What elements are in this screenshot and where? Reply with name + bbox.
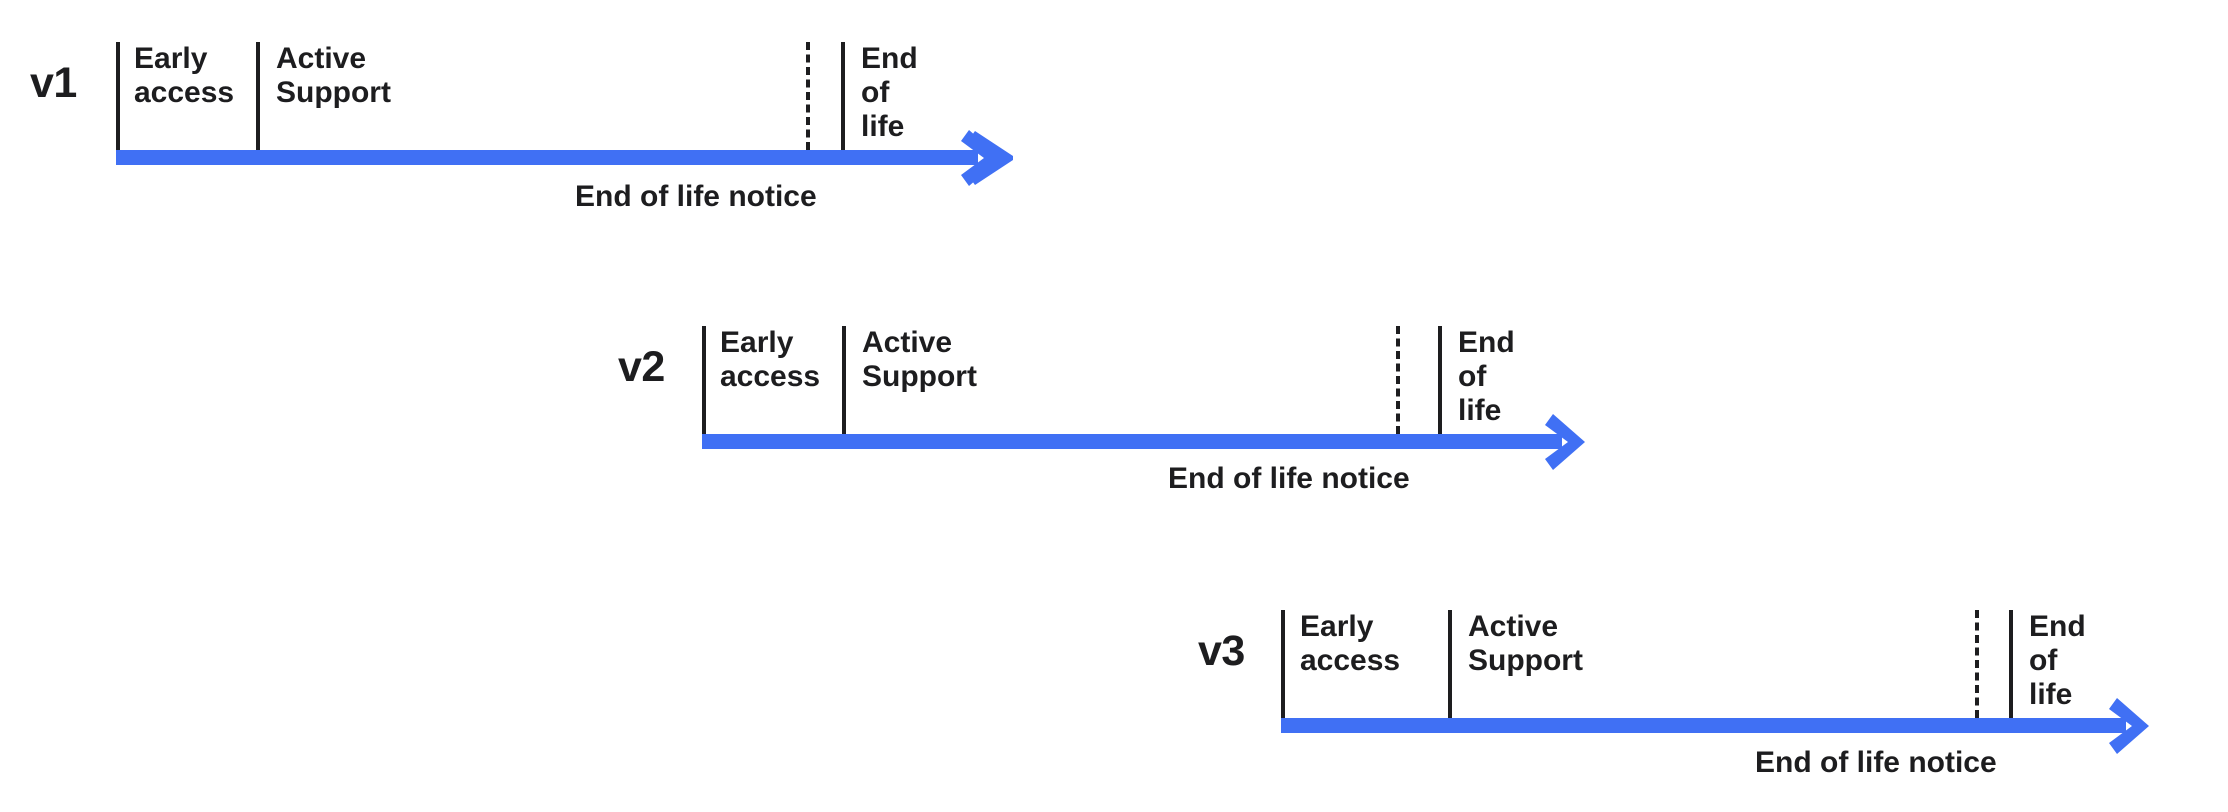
- divider-v2-notice-start: [1396, 326, 1400, 434]
- divider-v1-active-support: [256, 42, 260, 150]
- divider-v3-end-of-life: [2009, 610, 2013, 718]
- divider-v1-end-of-life: [841, 42, 845, 150]
- phase-label-v1-active-support: Active Support: [276, 42, 391, 110]
- phase-label-v2-end-of-life: End of life: [1458, 326, 1515, 428]
- divider-v2-start: [702, 326, 706, 434]
- phase-label-v2-early-access: Early access: [720, 326, 821, 394]
- phase-label-v1-end-of-life: End of life: [861, 42, 918, 144]
- timeline-arrow-shaft-v2: [702, 434, 1562, 449]
- timeline-arrow-shaft-v1: [116, 150, 978, 165]
- version-label-v2: v2: [618, 343, 665, 391]
- notice-label-v3: End of life notice: [1755, 746, 1997, 779]
- phase-label-v3-end-of-life: End of life: [2029, 610, 2086, 712]
- phase-label-v2-active-support: Active Support: [862, 326, 977, 394]
- notice-label-v1: End of life notice: [575, 180, 817, 213]
- phase-label-v3-active-support: Active Support: [1468, 610, 1583, 678]
- divider-v3-notice-start: [1975, 610, 1979, 718]
- timeline-arrow-shaft-v3: [1281, 718, 2126, 733]
- phase-label-v1-early-access: Early access: [134, 42, 235, 110]
- phase-label-v3-early-access: Early access: [1300, 610, 1401, 678]
- divider-v2-end-of-life: [1438, 326, 1442, 434]
- divider-v1-notice-start: [806, 42, 810, 150]
- divider-v3-active-support: [1448, 610, 1452, 718]
- divider-v1-start: [116, 42, 120, 150]
- divider-v2-active-support: [842, 326, 846, 434]
- divider-v3-start: [1281, 610, 1285, 718]
- version-label-v1: v1: [30, 59, 77, 107]
- notice-label-v2: End of life notice: [1168, 462, 1410, 495]
- version-label-v3: v3: [1198, 627, 1245, 675]
